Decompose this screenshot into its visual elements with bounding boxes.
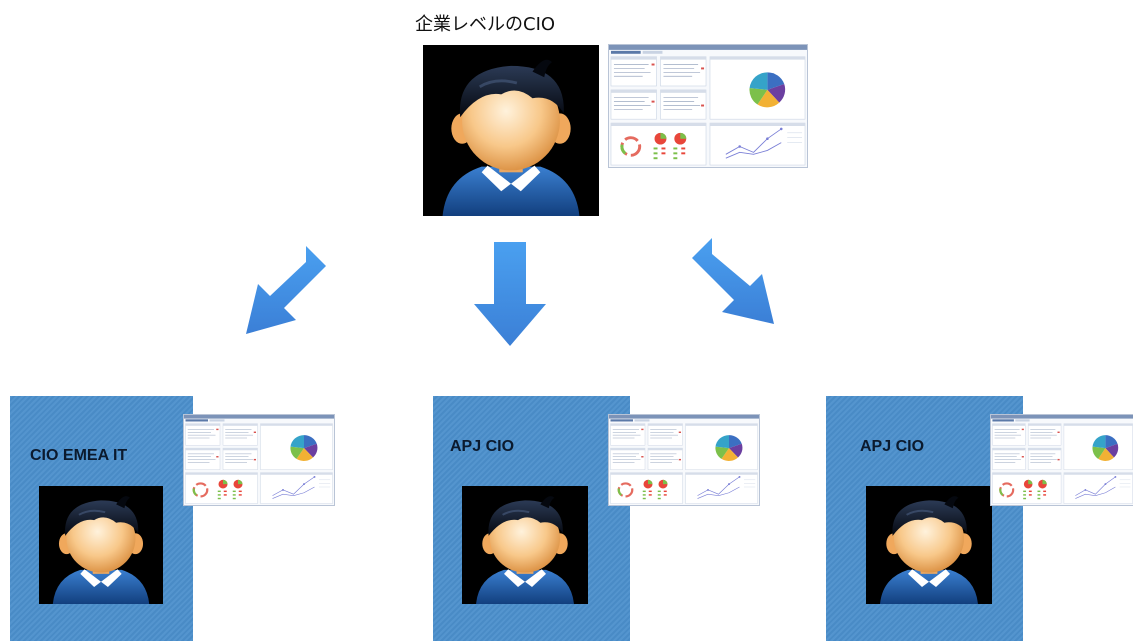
emea-dashboard-thumbnail xyxy=(183,414,335,506)
arrow-down-left-icon xyxy=(244,244,328,336)
panel-label-apj-1: APJ CIO xyxy=(450,438,515,455)
top-avatar-icon xyxy=(423,45,599,216)
apj-2-dashboard-thumbnail xyxy=(990,414,1133,506)
panel-label-apj-2: APJ CIO xyxy=(860,438,925,455)
apj-1-dashboard-thumbnail xyxy=(608,414,760,506)
arrow-down-right-icon xyxy=(690,236,776,326)
panel-label-emea: CIO EMEA IT xyxy=(30,447,128,464)
apj-2-avatar-icon xyxy=(866,486,992,604)
top-title: 企業レベルのCIO xyxy=(415,14,556,35)
top-dashboard-thumbnail xyxy=(608,44,808,168)
emea-avatar-icon xyxy=(39,486,163,604)
arrow-down-icon xyxy=(474,242,546,346)
apj-1-avatar-icon xyxy=(462,486,588,604)
